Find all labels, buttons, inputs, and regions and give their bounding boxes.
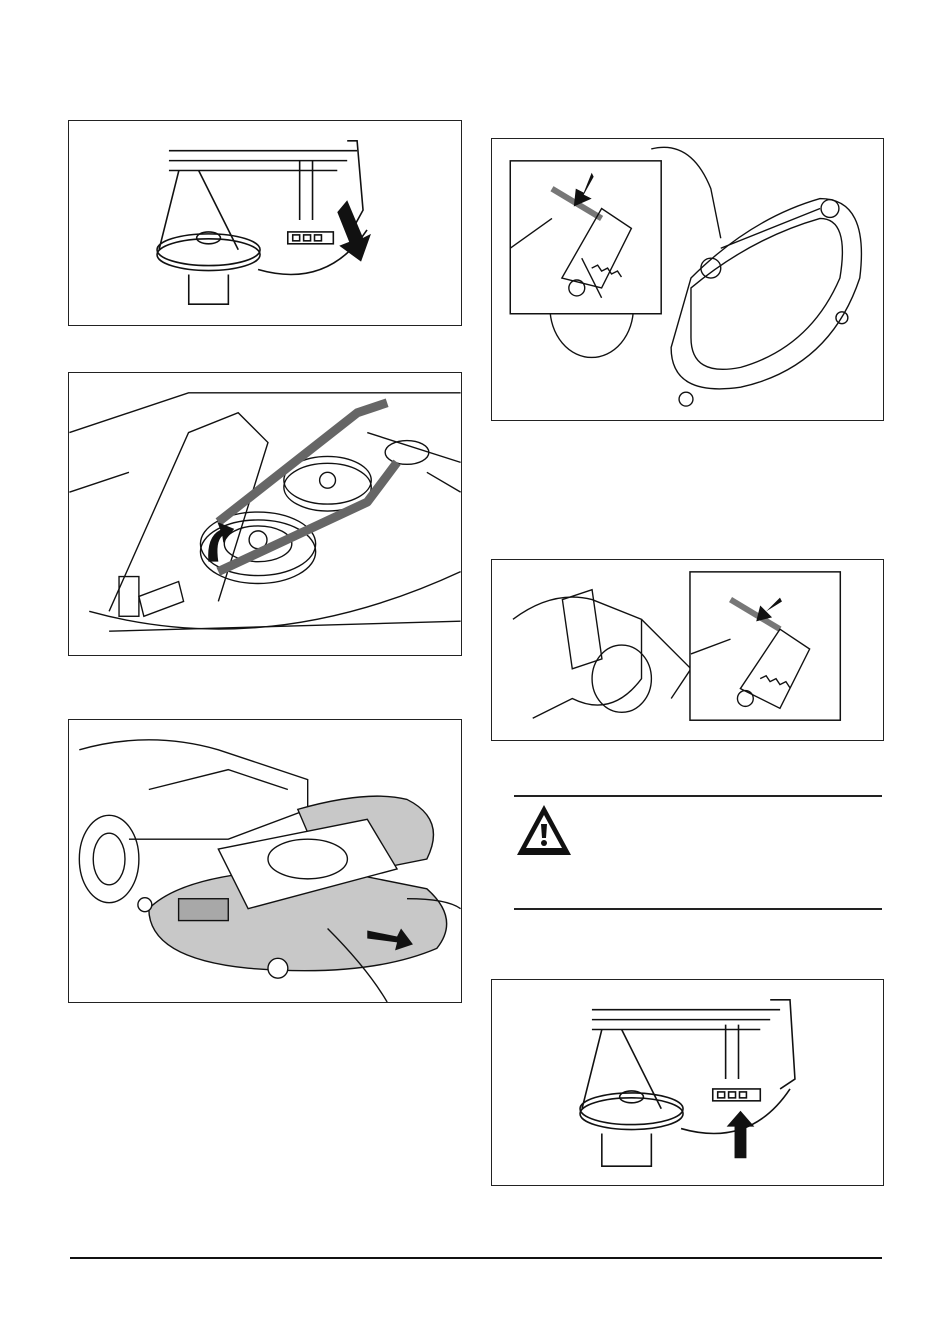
illustration-lever-up xyxy=(491,979,884,1186)
illustration-spring-detail xyxy=(491,559,884,741)
illustration-deck-raised-spring xyxy=(491,138,884,421)
lever-up-drawing xyxy=(492,980,883,1185)
belt-pulleys-drawing xyxy=(69,373,461,655)
warning-bottom-rule xyxy=(514,908,882,910)
illustration-belt-pulleys xyxy=(68,372,462,656)
spring-detail-drawing xyxy=(492,560,883,740)
deck-pull-out-drawing xyxy=(69,720,461,1002)
warning-triangle-icon xyxy=(515,802,573,858)
illustration-deck-pull-out xyxy=(68,719,462,1003)
deck-raised-drawing xyxy=(492,139,883,420)
arrow-up-icon xyxy=(727,1111,755,1159)
warning-top-rule xyxy=(514,795,882,797)
lever-down-drawing xyxy=(69,121,461,325)
curved-arrow-icon xyxy=(208,522,234,562)
illustration-lever-down xyxy=(68,120,462,326)
footer-rule xyxy=(70,1257,882,1259)
